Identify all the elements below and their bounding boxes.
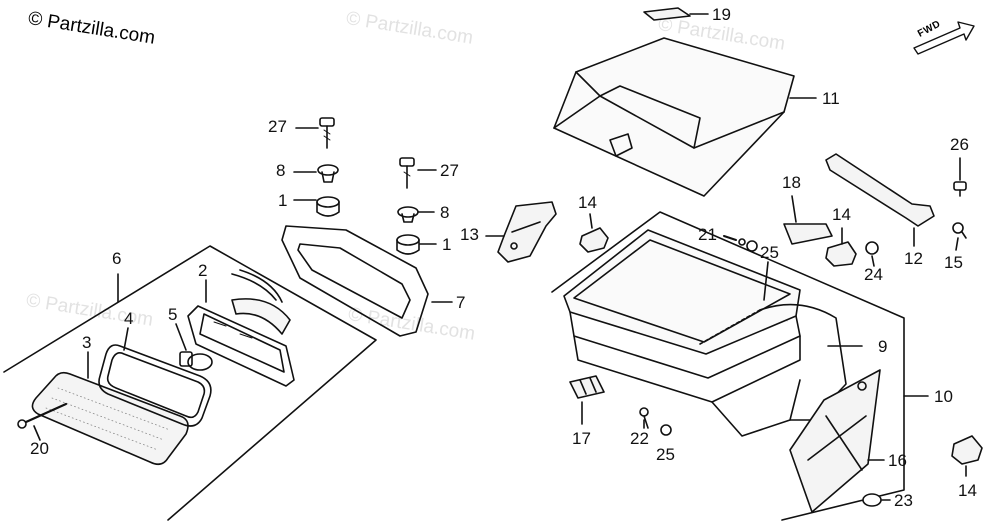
callout-8: 8 [440,203,450,222]
callout-18: 18 [782,173,801,192]
clip-part-14b [825,241,857,267]
bracket-part-7 [281,225,429,337]
cap-part-8a [317,164,339,183]
box-part-9 [563,229,847,437]
callout-5: 5 [168,305,178,324]
callout-25: 25 [760,243,779,262]
connector-part-17 [569,375,605,399]
grommet-part-23 [862,493,882,507]
bracket-part-12 [825,153,935,227]
leader-24 [871,255,875,267]
bulb-part-5 [179,351,213,371]
screw-part-22 [639,407,649,429]
bolt-part-26 [953,181,967,197]
callout-17: 17 [572,429,591,448]
callout-14: 14 [832,205,851,224]
callout-10: 10 [934,387,953,406]
leader-15 [955,237,959,251]
callout-19: 19 [712,5,731,24]
bolt-part-27a [319,117,335,149]
leader-4 [123,327,129,351]
callout-27: 27 [440,161,459,180]
callout-2: 2 [198,261,208,280]
grommet-part-1b [396,234,420,255]
cap-part-8b [397,206,419,223]
callout-13: 13 [460,225,479,244]
pad-part-19 [643,7,691,21]
callout-15: 15 [944,253,963,272]
washer-part-25b [660,424,672,436]
lid-part-11 [553,37,795,197]
callout-12: 12 [904,249,923,268]
gasket-part-4 [98,344,212,427]
latch-part-13 [497,201,557,263]
nut-part-24 [865,241,879,255]
callout-7: 7 [456,293,466,312]
group-frame-6 [3,245,377,521]
callout-14: 14 [578,193,597,212]
forward-arrow-icon [913,21,975,55]
pad-part-18 [783,223,833,245]
callout-6: 6 [112,249,122,268]
callout-1: 1 [278,191,288,210]
callout-22: 22 [630,429,649,448]
housing-part-2 [187,269,295,387]
clip-part-14a [579,227,609,253]
callout-25: 25 [656,445,675,464]
grommet-part-1a [316,196,340,217]
callout-3: 3 [82,333,92,352]
callout-1: 1 [442,235,452,254]
callout-27: 27 [268,117,287,136]
callout-4: 4 [124,309,134,328]
screw-part-21 [723,235,746,246]
washer-part-25a [746,240,758,252]
leader-18 [791,195,797,223]
callout-23: 23 [894,491,913,510]
fastener-part-15 [952,222,967,239]
leader-14a [589,213,593,229]
screw-part-20 [17,402,68,429]
callout-14: 14 [958,481,977,500]
callout-20: 20 [30,439,49,458]
plate-part-16 [789,369,881,513]
callout-24: 24 [864,265,883,284]
leader-25a [763,261,769,301]
bolt-part-27b [399,157,415,189]
callout-21: 21 [698,225,717,244]
leader-5 [175,323,187,351]
callout-11: 11 [822,89,840,108]
lens-part-3 [31,371,189,466]
callout-16: 16 [888,451,907,470]
callout-9: 9 [878,337,888,356]
clip-part-14c [951,435,983,465]
leader-20 [33,425,41,441]
callout-26: 26 [950,135,969,154]
callout-8: 8 [276,161,286,180]
